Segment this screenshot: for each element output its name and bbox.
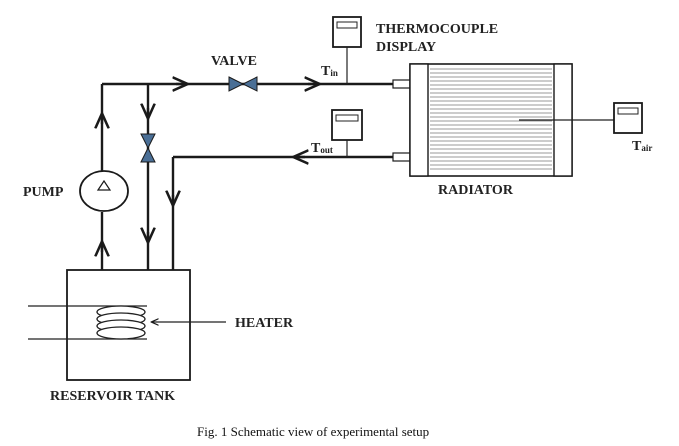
reservoir-tank-label: RESERVOIR TANK — [50, 389, 175, 404]
radiator — [392, 63, 614, 177]
thermocouple-display-air — [613, 102, 643, 134]
thermocouple-display-outlet — [331, 109, 363, 157]
heater-coil — [96, 305, 146, 340]
valve-label: VALVE — [211, 54, 257, 69]
thermocouple-label: THERMOCOUPLE — [376, 22, 498, 37]
t-air-label: Tair — [632, 139, 652, 154]
radiator-label: RADIATOR — [438, 183, 514, 198]
bypass-valve — [140, 133, 156, 163]
pump-label: PUMP — [23, 185, 64, 200]
supply-valve — [228, 76, 258, 92]
t-in-label: Tin — [321, 64, 338, 79]
t-out-label: Tout — [311, 141, 333, 156]
pump — [79, 170, 129, 212]
thermocouple-display-inlet — [332, 16, 362, 84]
figure-caption: Fig. 1 Schematic view of experimental se… — [197, 424, 429, 439]
flow-arrows — [102, 84, 318, 252]
heater-label: HEATER — [235, 316, 294, 331]
display-label: DISPLAY — [376, 40, 436, 55]
